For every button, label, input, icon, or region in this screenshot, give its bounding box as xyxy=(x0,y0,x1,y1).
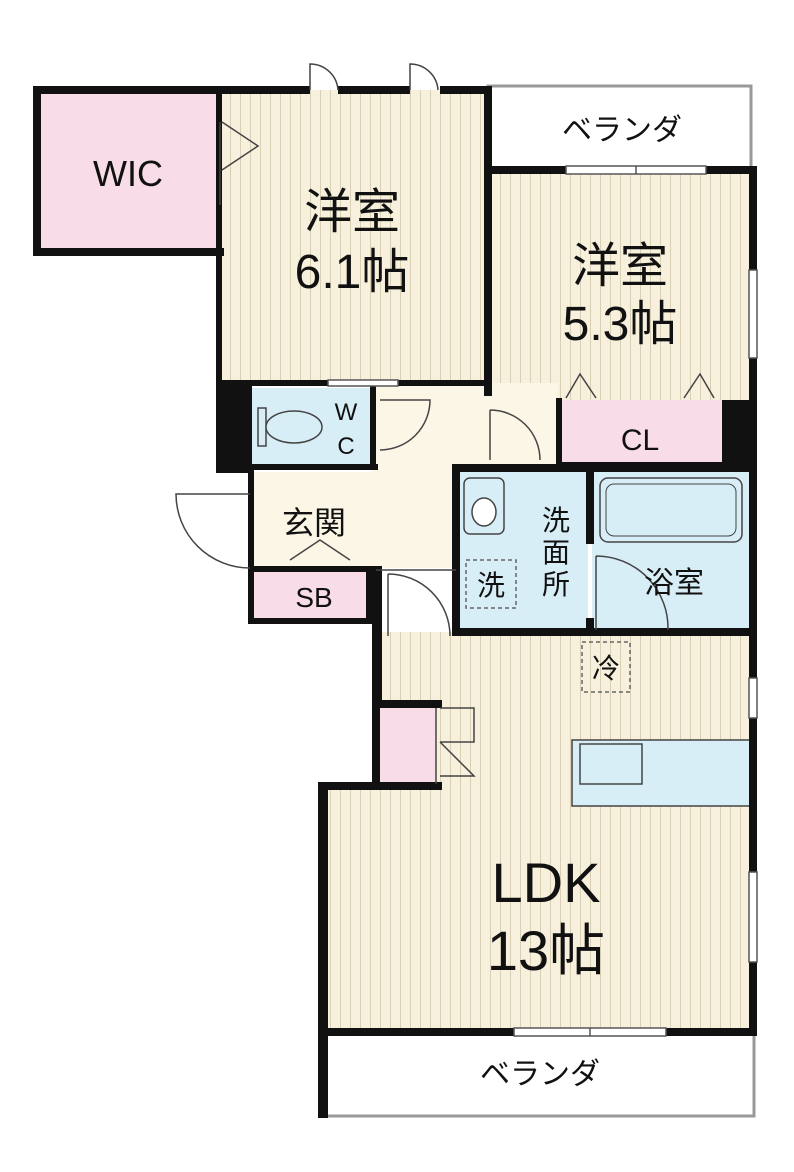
wall xyxy=(749,358,757,678)
wall xyxy=(666,1028,756,1036)
wall xyxy=(216,383,252,473)
wall xyxy=(749,962,757,1036)
ldk-floor-2 xyxy=(326,784,386,1032)
veranda-bottom xyxy=(324,1030,756,1118)
wic-floor xyxy=(37,90,220,252)
ldk-name: LDK xyxy=(492,851,601,914)
wall xyxy=(33,248,224,256)
wall xyxy=(338,86,410,94)
western1-size: 6.1帖 xyxy=(295,246,410,299)
wall xyxy=(370,386,376,470)
wall xyxy=(248,618,372,624)
wall xyxy=(440,86,492,94)
wall xyxy=(452,628,752,636)
ldk-size: 13帖 xyxy=(487,919,605,982)
wall xyxy=(706,166,756,174)
washer-label: 洗 xyxy=(477,570,505,601)
entrance-label: 玄関 xyxy=(282,505,346,541)
door-swing xyxy=(289,539,351,561)
door-swing xyxy=(565,372,597,399)
washer-pan xyxy=(465,559,517,609)
wc-label-top: W xyxy=(335,399,358,426)
wall xyxy=(248,464,378,470)
western2-floor xyxy=(488,170,751,400)
wall xyxy=(484,86,492,396)
wall xyxy=(318,782,328,1118)
shoebox-label: SB xyxy=(295,582,332,613)
closet-floor xyxy=(558,400,723,464)
wall xyxy=(398,380,488,386)
bath-label: 浴室 xyxy=(644,567,704,600)
door-swing xyxy=(379,399,431,451)
shoebox-floor xyxy=(252,572,367,620)
wall xyxy=(216,86,310,94)
washroom-label-3: 所 xyxy=(542,569,570,600)
wall xyxy=(749,166,757,270)
window xyxy=(327,379,399,387)
bathtub xyxy=(599,477,743,543)
wall xyxy=(318,782,442,790)
veranda-top-label: ベランダ xyxy=(562,114,682,147)
washroom-label-2: 面 xyxy=(542,537,570,568)
wall xyxy=(586,618,594,634)
door-swing xyxy=(221,121,260,171)
closet-label: CL xyxy=(621,424,659,457)
storage-floor xyxy=(380,706,436,784)
wall xyxy=(749,718,757,872)
western2-size: 5.3帖 xyxy=(563,298,678,351)
western2-name: 洋室 xyxy=(572,240,668,293)
sink xyxy=(579,743,643,785)
basin-bowl xyxy=(471,497,497,527)
toilet-bowl xyxy=(265,410,323,444)
washroom-label-1: 洗 xyxy=(542,505,570,536)
fridge-space xyxy=(581,641,631,693)
wall xyxy=(556,398,562,468)
door-swing xyxy=(409,63,439,91)
entrance-floor xyxy=(252,472,372,568)
wc-label-bottom: C xyxy=(337,433,354,460)
wall xyxy=(372,566,382,706)
door-swing xyxy=(683,372,715,399)
wall xyxy=(33,86,41,256)
western1-floor xyxy=(220,90,488,383)
wic-label: WIC xyxy=(93,153,163,194)
window xyxy=(748,871,758,963)
fridge-label: 冷 xyxy=(592,653,620,684)
window xyxy=(748,269,758,359)
wall xyxy=(248,566,378,572)
wall xyxy=(33,86,224,94)
wall xyxy=(216,380,328,386)
hall-floor xyxy=(372,383,456,568)
wall xyxy=(484,166,566,174)
toilet-tank xyxy=(257,407,267,447)
door-swing xyxy=(175,493,251,569)
western1-name: 洋室 xyxy=(304,186,400,239)
wall xyxy=(366,566,372,624)
ldk-floor xyxy=(378,632,750,1032)
window xyxy=(748,677,758,719)
wall xyxy=(722,400,756,464)
veranda-bottom-label: ベランダ xyxy=(480,1058,600,1091)
wall xyxy=(452,464,460,636)
wall xyxy=(372,700,380,786)
bathtub-inner xyxy=(605,483,737,537)
hall-floor-2 xyxy=(456,383,558,465)
wall xyxy=(586,464,594,544)
door-swing xyxy=(309,63,339,91)
door-swing xyxy=(439,741,476,777)
door-swing xyxy=(387,573,451,637)
wall xyxy=(216,86,222,386)
wall xyxy=(318,1028,514,1036)
wall xyxy=(248,464,254,624)
wall xyxy=(372,700,442,708)
door-swing xyxy=(440,707,475,743)
veranda-top xyxy=(486,84,753,172)
door-swing xyxy=(489,409,541,461)
door-swing xyxy=(595,555,669,631)
wall xyxy=(452,464,752,472)
